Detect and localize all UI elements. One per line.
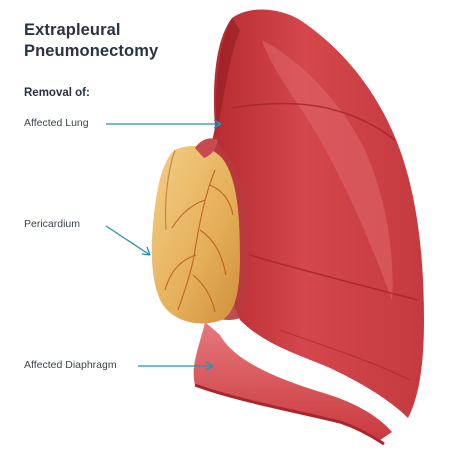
lung-highlight (262, 40, 393, 300)
lung-fissure-2 (249, 254, 419, 301)
diaphragm-edge (194, 383, 385, 446)
label-affected-diaphragm: Affected Diaphragm (24, 359, 117, 371)
lung-arrow (106, 119, 222, 129)
lung-fissure-3 (279, 329, 411, 381)
pericardium-shape (151, 146, 240, 324)
lung-shape (207, 9, 424, 419)
diaphragm-arrow (138, 361, 214, 371)
diaphragm-shape (193, 322, 392, 440)
great-vessel (195, 138, 218, 158)
lung-fissure-1 (231, 102, 396, 141)
diagram-title: Extrapleural Pneumonectomy (24, 20, 158, 62)
pericardium-arrow (105, 225, 151, 256)
removal-subtitle: Removal of: (24, 87, 90, 99)
label-pericardium: Pericardium (24, 218, 81, 230)
label-affected-lung: Affected Lung (24, 117, 89, 129)
pericardium-rim (164, 149, 176, 231)
lung-medial-shadow (216, 18, 240, 130)
title-line-2: Pneumonectomy (24, 42, 159, 60)
pericardium-vessels (164, 169, 234, 313)
title-line-1: Extrapleural (24, 21, 121, 39)
